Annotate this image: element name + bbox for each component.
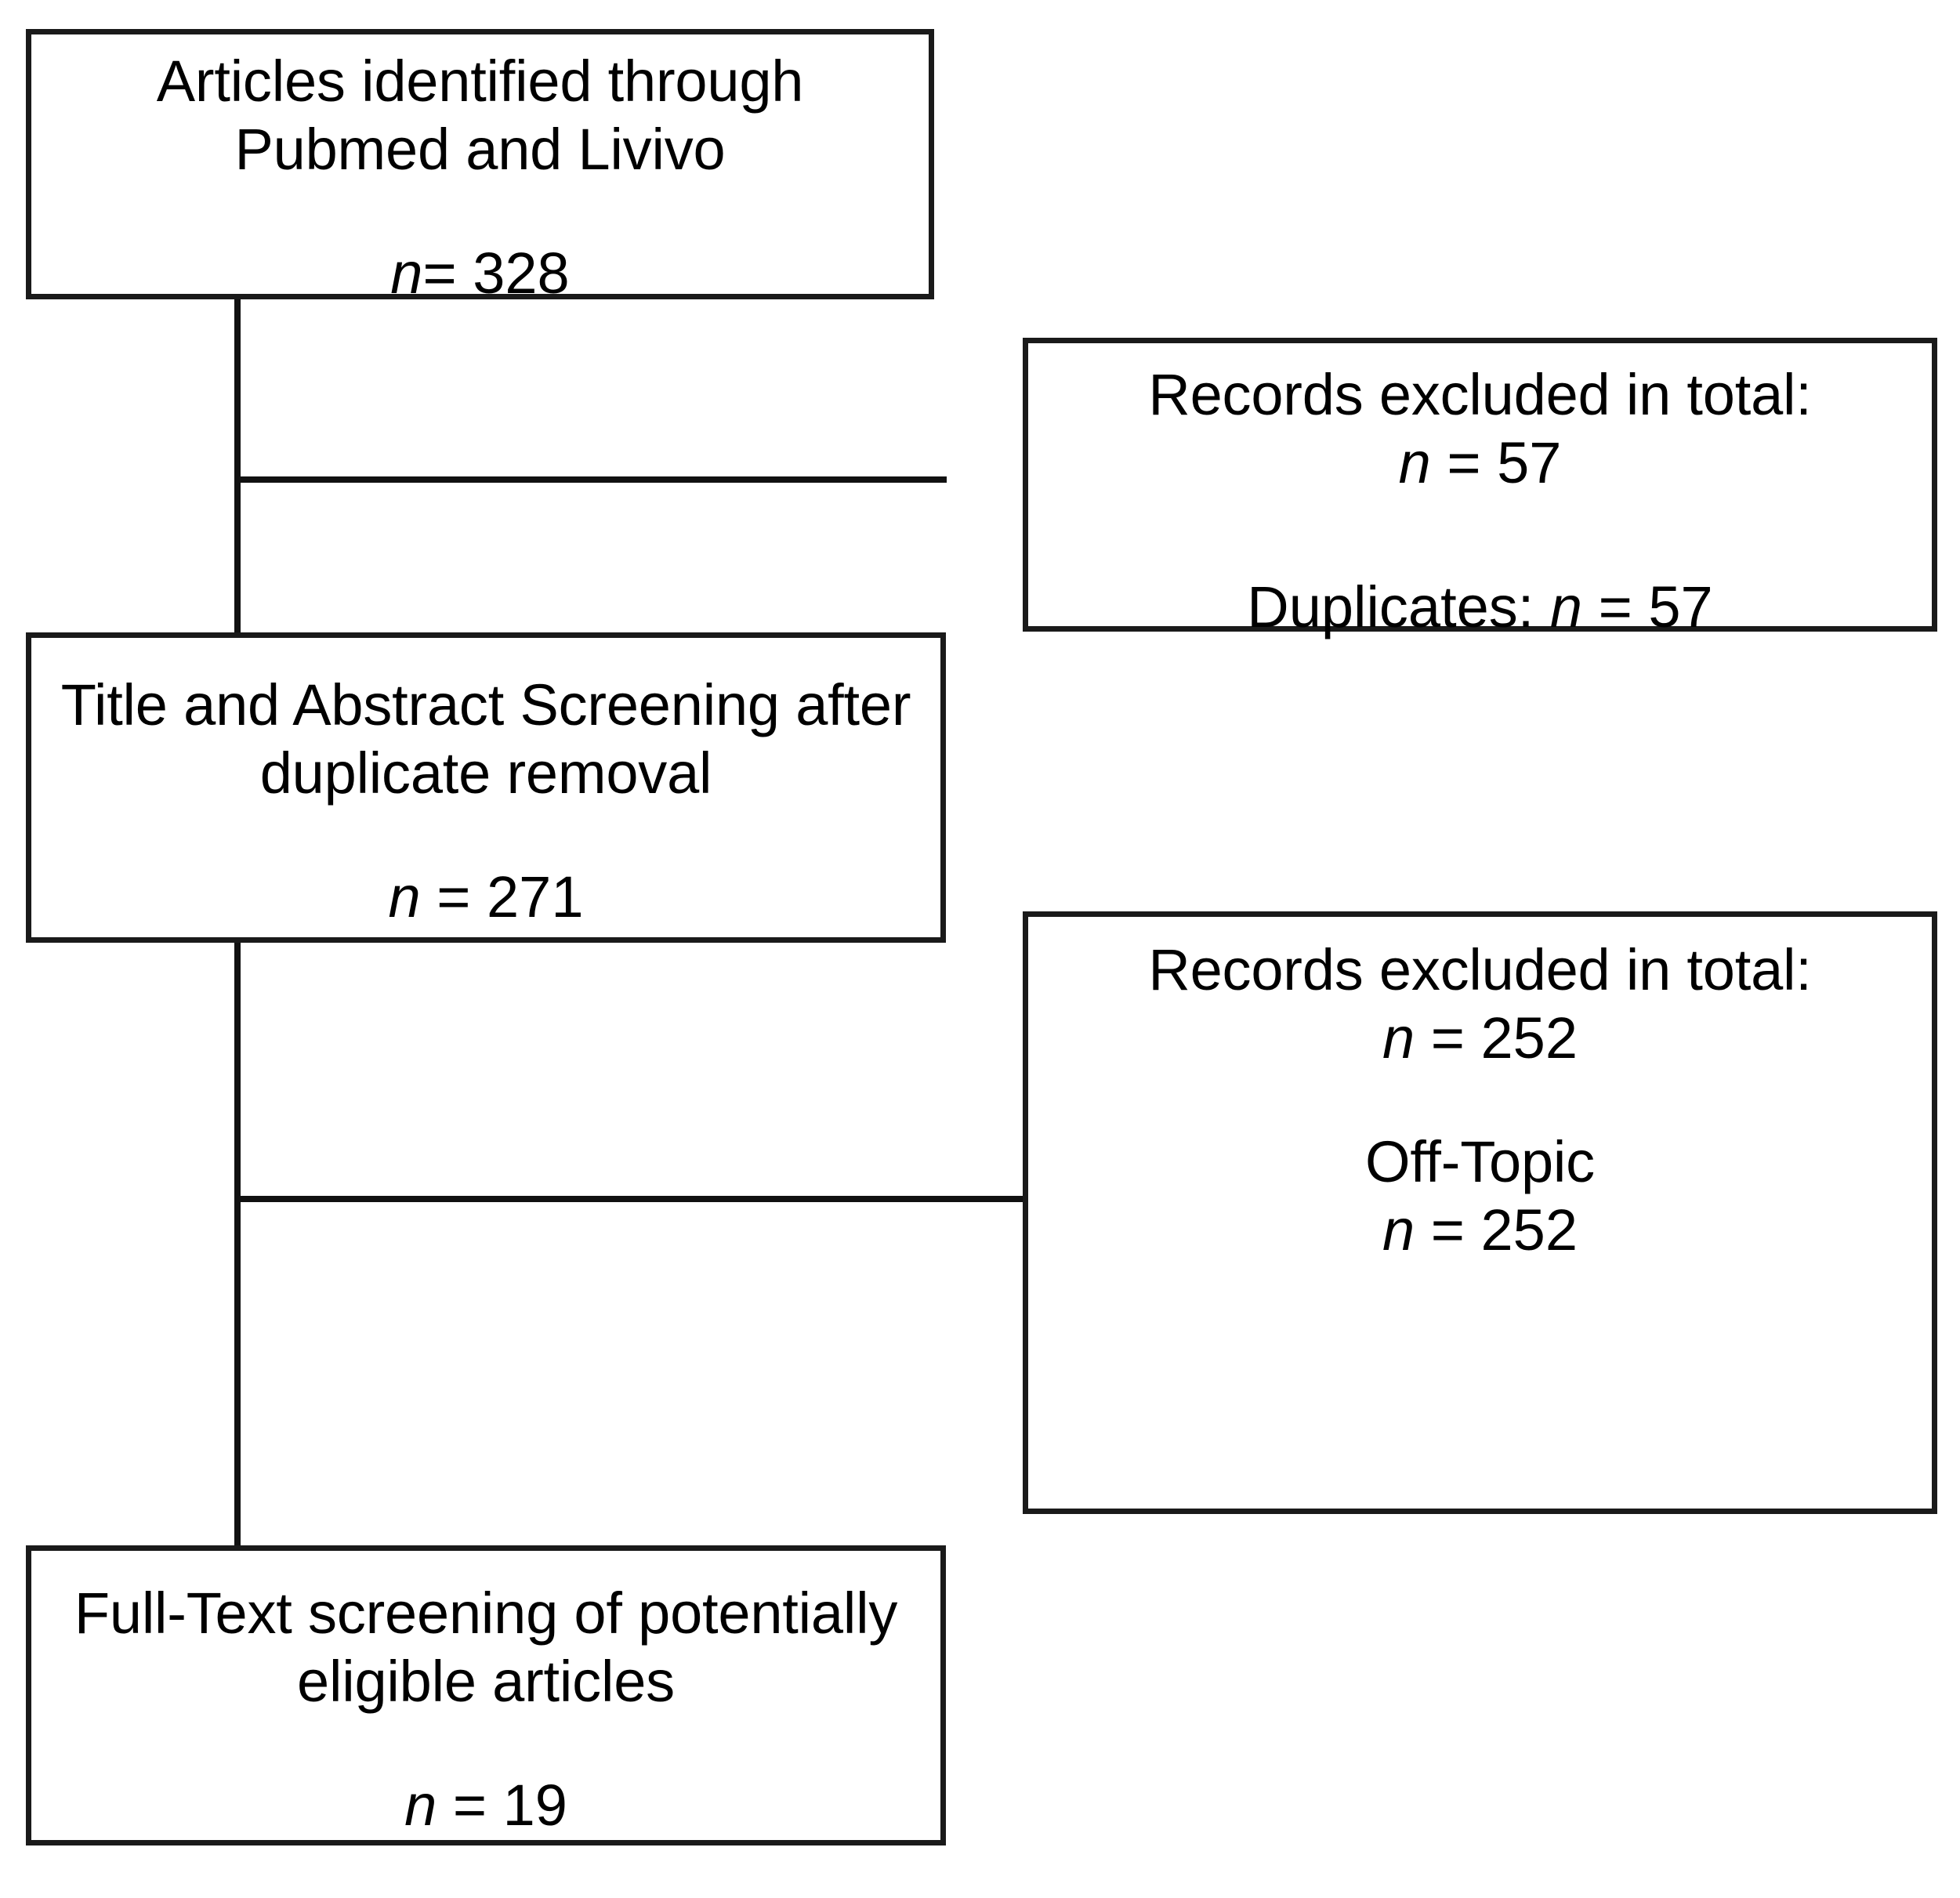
count-number: 328	[473, 240, 570, 306]
box-articles-identified-count: n= 328	[390, 239, 569, 307]
count-operator: =	[1430, 1005, 1465, 1071]
box-title-abstract-screening-count: n = 271	[389, 863, 584, 931]
count-number: 19	[502, 1772, 567, 1838]
connector-to-offtopic-box	[234, 1196, 1026, 1202]
n-symbol: n	[1398, 430, 1431, 496]
count-operator: =	[452, 1772, 487, 1838]
count-operator: =	[437, 864, 471, 929]
reason-label: Duplicates:	[1247, 574, 1534, 639]
count-number: 271	[487, 864, 584, 929]
box-records-excluded-duplicates-text: Records excluded in total:	[1148, 362, 1812, 427]
n-symbol: n	[1382, 1005, 1415, 1071]
n-symbol: n	[390, 240, 423, 306]
box-articles-identified: Articles identified through Pubmed and L…	[26, 29, 934, 306]
n-symbol: n	[388, 864, 421, 929]
box-records-excluded-offtopic: Records excluded in total: n = 252 Off-T…	[1023, 911, 1937, 1514]
box-records-excluded-duplicates-reason: Duplicates: n = 57	[1247, 573, 1712, 641]
box-records-excluded-duplicates: Records excluded in total: n = 57 Duplic…	[1023, 338, 1937, 639]
box-articles-identified-text: Articles identified through Pubmed and L…	[156, 49, 804, 183]
count-operator: =	[1447, 430, 1481, 496]
box-title-abstract-screening-text: Title and Abstract Screening after dupli…	[60, 672, 911, 806]
connector-to-duplicates-box	[234, 476, 947, 483]
box-records-excluded-duplicates-count: n = 57	[1399, 429, 1562, 497]
box-records-excluded-offtopic-reason-count: n = 252	[1382, 1196, 1578, 1264]
n-symbol: n	[1382, 1197, 1415, 1262]
count-operator: =	[1430, 1197, 1465, 1262]
box-records-excluded-offtopic-count: n = 252	[1382, 1004, 1578, 1072]
box-records-excluded-offtopic-reason-label: Off-Topic	[1365, 1128, 1595, 1194]
box-fulltext-screening-text: Full-Text screening of potentially eligi…	[74, 1581, 898, 1715]
box-title-abstract-screening: Title and Abstract Screening after dupli…	[26, 632, 946, 943]
reason-count-number: 252	[1480, 1197, 1578, 1262]
n-symbol: n	[404, 1772, 437, 1838]
box-fulltext-screening: Full-Text screening of potentially eligi…	[26, 1545, 946, 1845]
box-records-excluded-offtopic-text: Records excluded in total:	[1148, 937, 1812, 1002]
n-symbol: n	[1549, 574, 1583, 639]
count-number: 252	[1480, 1005, 1578, 1071]
count-value: =	[422, 240, 457, 306]
count-number: 57	[1497, 430, 1562, 496]
reason-count-number: 57	[1648, 574, 1713, 639]
box-fulltext-screening-count: n = 19	[404, 1771, 567, 1839]
count-operator: =	[1598, 574, 1632, 639]
